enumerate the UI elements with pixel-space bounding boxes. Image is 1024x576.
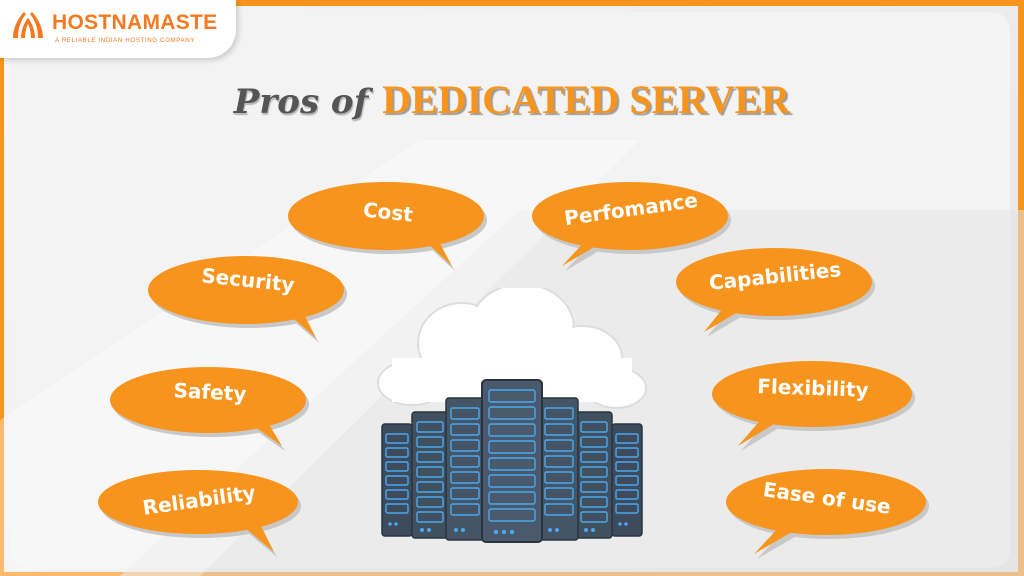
speech-bubble-shape <box>726 469 929 559</box>
hands-logo-icon <box>13 12 43 38</box>
speech-bubble-shape <box>288 182 487 271</box>
frame-top-border <box>0 0 1024 6</box>
speech-bubble-shape <box>98 470 301 557</box>
bubble-ease-of-use: Ease of use <box>722 462 932 562</box>
bubble-security: Security <box>144 250 352 346</box>
title-main: DEDICATED SERVER <box>382 77 791 122</box>
brand-name: HOSTNAMASTE <box>52 11 218 34</box>
bubble-cost: Cost <box>284 176 492 272</box>
page-title: Pros of DEDICATED SERVER <box>0 76 1024 123</box>
cloud-icon <box>377 288 647 409</box>
server-cloud-icon <box>377 288 647 543</box>
bubble-safety: Safety <box>106 362 314 458</box>
server-rack-icon <box>381 379 643 543</box>
logo[interactable]: HOSTNAMASTE A RELIABLE INDIAN HOSTING CO… <box>0 0 236 58</box>
speech-bubble-shape <box>110 367 309 451</box>
speech-bubble-shape <box>676 248 875 337</box>
speech-bubble-shape <box>712 361 915 451</box>
frame-left-border <box>0 0 4 576</box>
speech-bubble-shape <box>532 182 731 271</box>
bubble-reliability: Reliability <box>92 466 306 562</box>
speech-bubble-shape <box>148 256 347 343</box>
bubble-performance: Perfomance <box>528 176 734 272</box>
bubble-flexibility: Flexibility <box>708 358 918 454</box>
bubble-capabilities: Capabilities <box>672 244 878 340</box>
brand-tagline: A RELIABLE INDIAN HOSTING COMPANY <box>55 37 196 44</box>
title-prefix: Pros of <box>233 82 369 122</box>
